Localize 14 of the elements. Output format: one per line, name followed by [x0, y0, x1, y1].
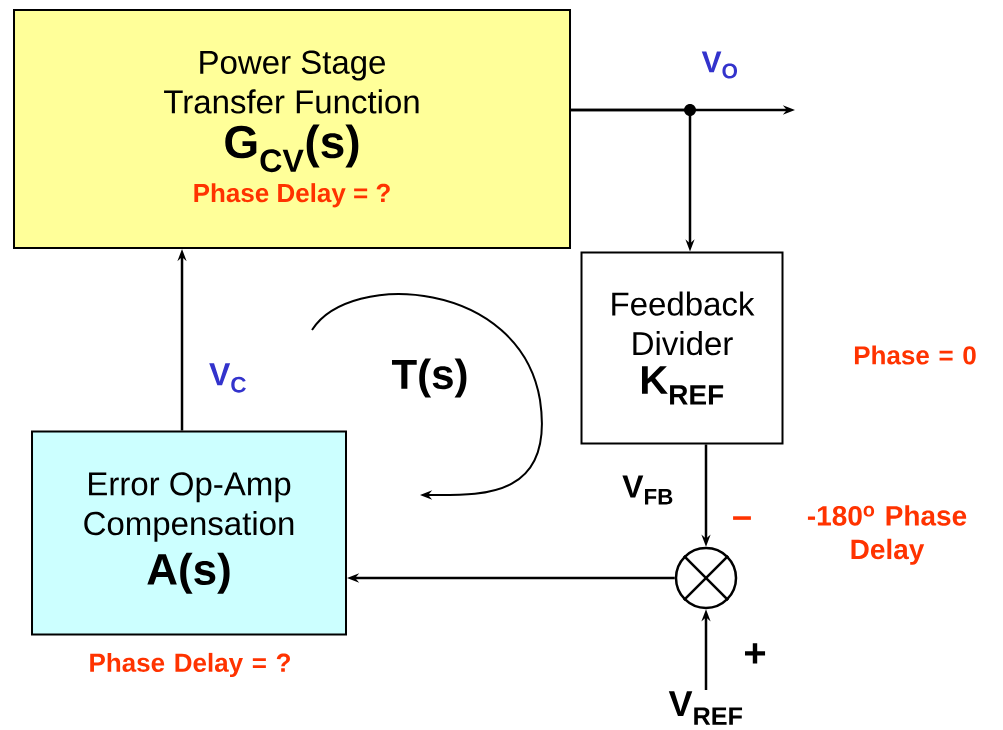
process-box: Error Op-Amp Compensation A(s) [31, 430, 347, 636]
signal-label: V$_{O}$ [701, 51, 738, 79]
phase-note: -180$^{o}$ Phase Delay [807, 505, 967, 565]
sign-label: + [745, 643, 766, 664]
process-box: Power Stage Transfer Function G$_{CV}$(s) Phase Delay = ? [13, 9, 571, 249]
summing-junction [674, 546, 738, 610]
phase-note: Phase Delay = ? [90, 652, 290, 678]
phase-note: Phase = 0 [854, 345, 976, 365]
signal-label: V$_{FB}$ [622, 475, 673, 505]
loop-label: T(s) [392, 358, 467, 398]
sign-label: – [733, 516, 751, 520]
signal-label: V$_{REF}$ [668, 691, 743, 725]
signal-label: V$_{C}$ [209, 363, 246, 393]
process-box: Feedback Divider K$_{REF}$ [580, 251, 784, 445]
